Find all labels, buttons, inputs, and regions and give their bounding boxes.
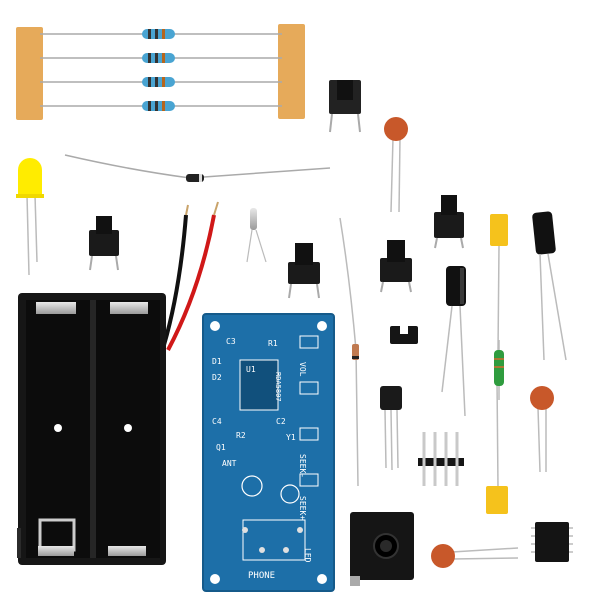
pcb-label-y1: Y1 bbox=[286, 433, 296, 442]
tactile-button bbox=[434, 195, 464, 249]
tactile-button bbox=[380, 240, 412, 293]
pcb-label-d2: D2 bbox=[212, 373, 222, 382]
resistor bbox=[40, 77, 282, 87]
jumper bbox=[390, 324, 418, 344]
battery-holder bbox=[17, 293, 166, 565]
battery-wires bbox=[162, 201, 219, 351]
resistor bbox=[40, 29, 282, 39]
pcb-label-seek-minus: SEEK- bbox=[298, 454, 307, 478]
ceramic-capacitor bbox=[530, 386, 554, 473]
pcb-label-vol: VOL bbox=[298, 362, 307, 377]
ic-chip bbox=[531, 522, 573, 562]
pcb-label-phone: PHONE bbox=[248, 571, 275, 581]
pcb-label-c4: C4 bbox=[212, 417, 222, 426]
ceramic-capacitor bbox=[384, 117, 408, 213]
small-diode bbox=[339, 217, 359, 487]
pcb-label-r1: R1 bbox=[268, 339, 278, 348]
resistor-strip bbox=[16, 24, 305, 120]
diode bbox=[64, 154, 331, 182]
pcb-label-u1: U1 bbox=[246, 365, 256, 374]
electrolytic-capacitor bbox=[532, 211, 567, 361]
resistor bbox=[40, 53, 282, 63]
pin-header bbox=[418, 432, 464, 486]
pcb-label-q1: Q1 bbox=[216, 443, 226, 452]
pcb-label-model: RDA5807 bbox=[274, 372, 282, 402]
crystal bbox=[246, 208, 267, 263]
film-capacitor bbox=[486, 379, 508, 514]
transistor bbox=[380, 386, 402, 471]
tactile-button bbox=[288, 243, 320, 299]
pcb-label-c3: C3 bbox=[226, 337, 236, 346]
headphone-jack bbox=[350, 512, 414, 586]
yellow-led bbox=[16, 158, 44, 276]
film-capacitor bbox=[490, 214, 508, 353]
pcb-label-seek-plus: SEEK+ bbox=[298, 496, 307, 520]
pcb-label-c2: C2 bbox=[276, 417, 286, 426]
tactile-button bbox=[89, 216, 119, 271]
resistor bbox=[40, 101, 282, 111]
pcb-board: C3 R1 D1 D2 U1 C4 C2 R2 Q1 Y1 ANT VOL SE… bbox=[202, 313, 335, 592]
pcb-label-led: LED bbox=[303, 548, 312, 563]
ceramic-capacitor bbox=[431, 544, 519, 568]
pcb-label-ant: ANT bbox=[222, 459, 237, 468]
electrolytic-capacitor bbox=[441, 266, 466, 417]
pcb-label-r2: R2 bbox=[236, 431, 246, 440]
tactile-button bbox=[329, 80, 361, 133]
inductor bbox=[494, 340, 504, 400]
pcb-label-d1: D1 bbox=[212, 357, 222, 366]
